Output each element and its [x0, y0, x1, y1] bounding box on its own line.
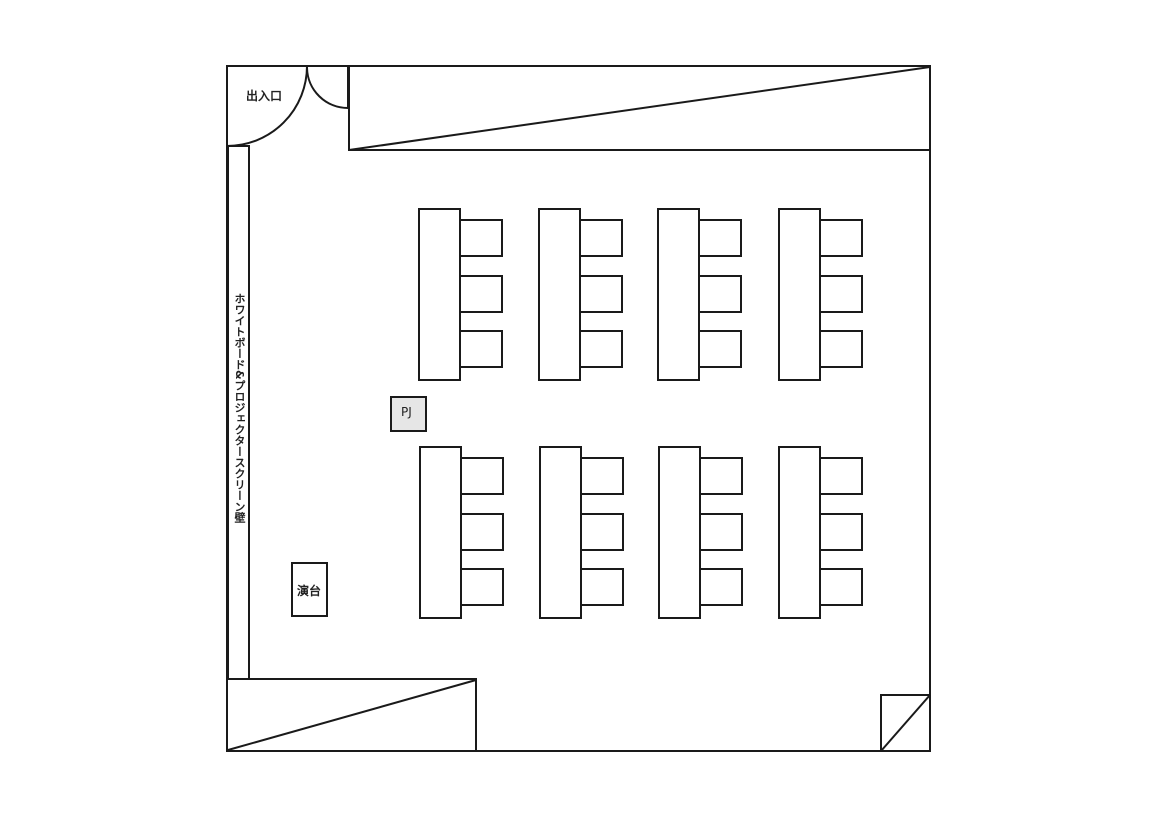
door-swing-large [226, 65, 308, 147]
bottom-right-pillar [880, 694, 931, 752]
table-group [778, 446, 863, 619]
table-group [418, 208, 503, 381]
bottom-left-storage [227, 678, 477, 751]
entrance-label: 出入口 [246, 89, 283, 103]
podium [291, 562, 328, 617]
projector [390, 396, 427, 432]
table-group [539, 446, 624, 619]
whiteboard-wall-label: ホワイトボード&プロジェクタースクリーン壁 [233, 293, 246, 523]
room-outline [226, 65, 931, 752]
table-group [778, 208, 863, 381]
door-swing-small [306, 67, 349, 109]
table-group [538, 208, 623, 381]
top-storage [348, 66, 931, 151]
table-group [657, 208, 742, 381]
table-group [419, 446, 504, 619]
projector-label: PJ [401, 405, 412, 419]
table-group [658, 446, 743, 619]
podium-label: 演台 [297, 584, 322, 598]
